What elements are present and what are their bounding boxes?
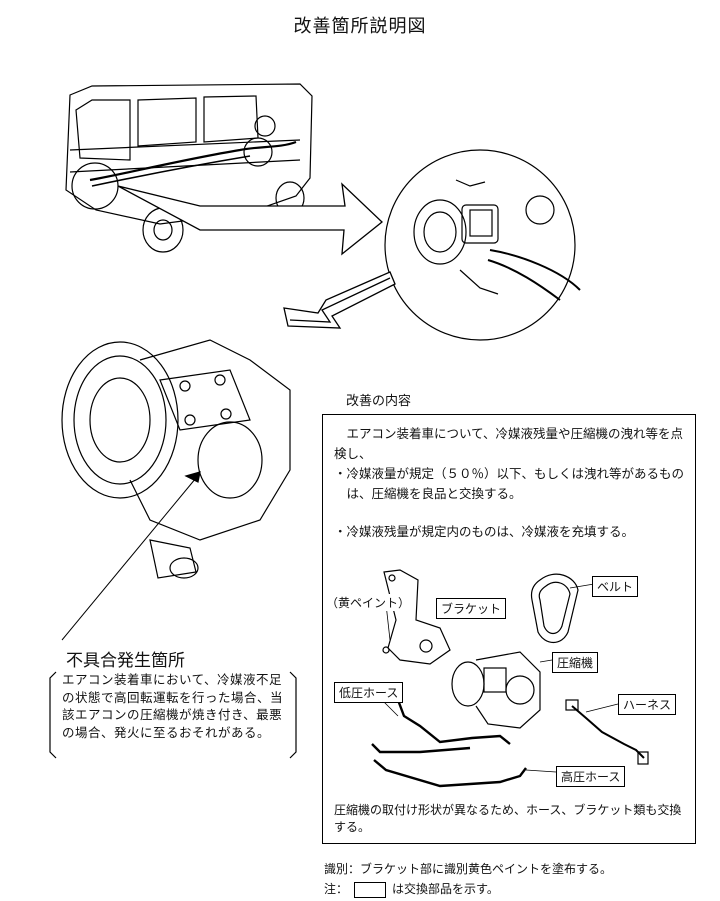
page-title: 改善箇所説明図 [293, 16, 427, 37]
bracket-part-illustration [382, 569, 451, 665]
zoom-circle-illustration [384, 149, 581, 341]
label-low-pressure-hose: 低圧ホース [334, 682, 404, 703]
compressor-large-illustration [61, 339, 291, 579]
belt-illustration [530, 573, 579, 644]
improvement-intro: エアコン装着車について、冷媒液残量や圧縮機の洩れ等を点検し、 [334, 426, 684, 461]
label-yellow-paint: （黄ペイント） [326, 594, 411, 611]
defect-heading: 不具合発生箇所 [66, 651, 185, 671]
high-pressure-hose [373, 759, 527, 788]
label-belt: ベルト [592, 576, 639, 597]
compressor-small-illustration [451, 651, 541, 729]
defect-description: エアコン装着車において、冷媒液不足の状態で高回転運転を行った場合、当該エアコンの… [62, 672, 284, 740]
improvement-heading: 改善の内容 [346, 394, 412, 409]
identification-note: 識別：ブラケット部に識別黄色ペイントを塗布する。 [324, 862, 613, 876]
defect-pointer [61, 477, 197, 641]
van-illustration [65, 83, 313, 253]
label-harness: ハーネス [618, 694, 677, 715]
improvement-box [322, 414, 696, 844]
legend-suffix: は交換部品を示す。 [392, 882, 499, 896]
legend-note: 注： は交換部品を示す。 [324, 880, 499, 898]
zoom-arrow-right [117, 182, 383, 256]
improvement-bullet-2: ・冷媒液残量が規定内のものは、冷媒液を充填する。 [334, 524, 635, 539]
low-pressure-hose [396, 699, 511, 745]
legend-box-icon [354, 881, 387, 898]
improvement-bullet-1: ・冷媒液量が規定（５０％）以下、もしくは洩れ等があるものは、圧縮機を良品と交換す… [334, 466, 685, 501]
label-bracket: ブラケット [436, 598, 507, 619]
improvement-text: エアコン装着車について、冷媒液残量や圧縮機の洩れ等を点検し、 ・冷媒液量が規定（… [334, 424, 694, 542]
zoom-arrow-left [283, 271, 396, 329]
harness [571, 705, 645, 759]
label-compressor: 圧縮機 [552, 652, 599, 673]
legend-prefix: 注： [324, 882, 349, 896]
replace-note: 圧縮機の取付け形状が異なるため、ホース、ブラケット類も交換する。 [334, 803, 682, 834]
label-high-pressure-hose: 高圧ホース [556, 766, 626, 787]
